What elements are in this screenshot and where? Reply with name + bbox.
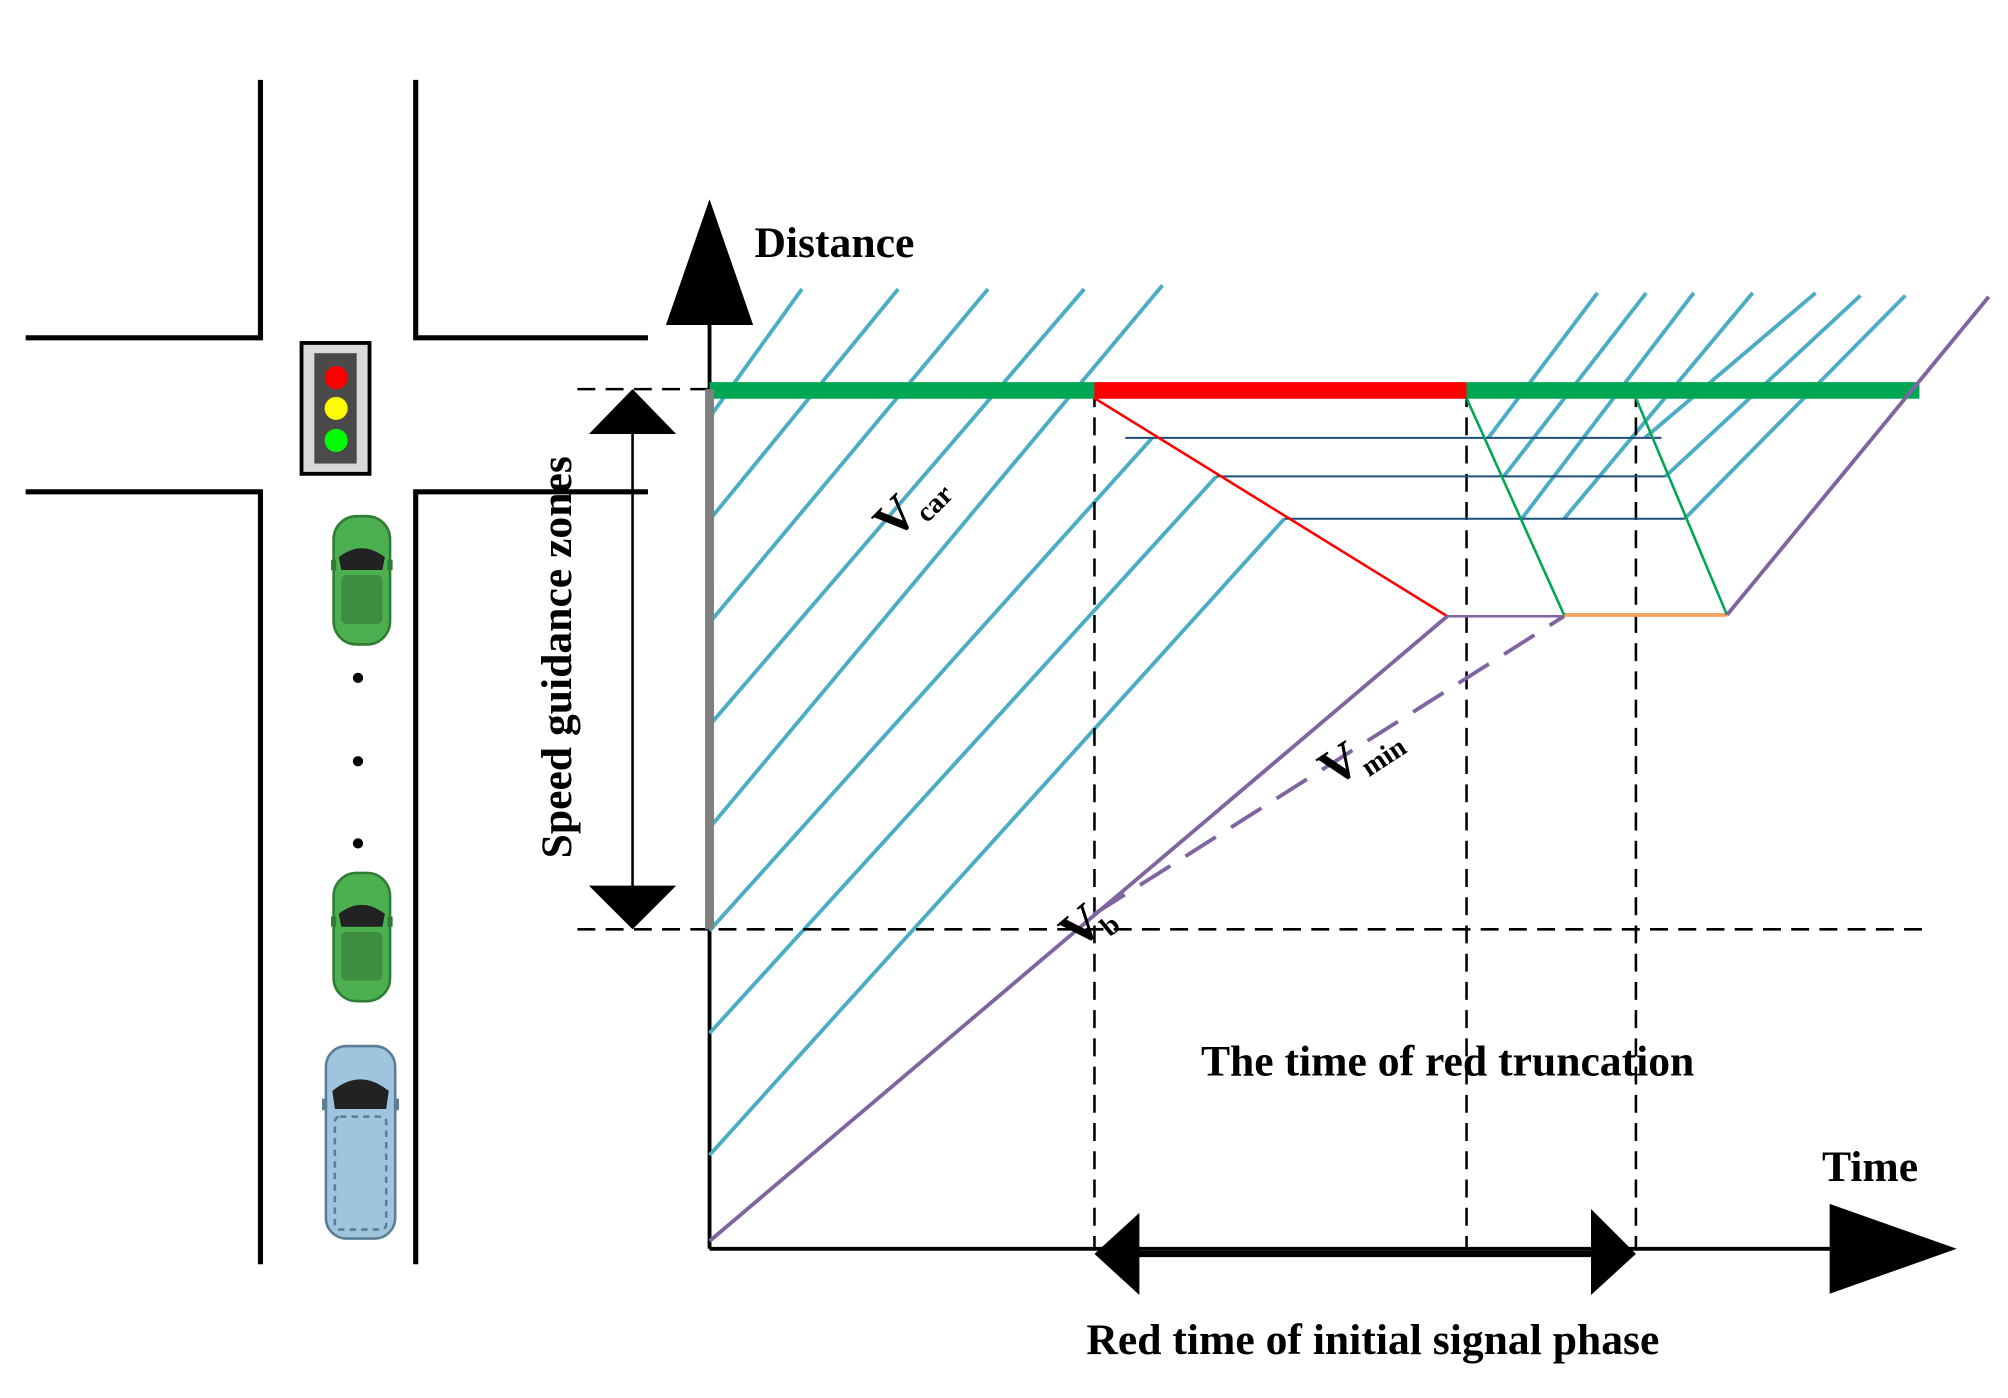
red-truncation-label: The time of red truncation (1201, 1038, 1694, 1086)
traffic-light-yellow (324, 396, 348, 420)
trajectory-line-6 (708, 436, 1154, 932)
trajectory-line-4 (708, 287, 1086, 727)
zone-label: Speed guidance zones (533, 456, 581, 858)
car-icon (331, 871, 393, 1003)
x-axis-label: Time (1822, 1143, 1918, 1191)
traffic-light-red (324, 366, 348, 390)
traffic-light-green (324, 428, 348, 453)
truncated-release-wave (1465, 397, 1566, 616)
reference-dashed-lines (577, 387, 1925, 1249)
road-edge-bottom-right (413, 489, 648, 1265)
intersection-roads (25, 79, 648, 1265)
zone-double-arrow (588, 389, 677, 930)
initial-red-label: Red time of initial signal phase (1086, 1316, 1659, 1364)
queue-formation-wave (1093, 397, 1448, 618)
trajectory-line-5 (1643, 291, 1817, 440)
van-icon (322, 1044, 400, 1240)
trajectory-line-2 (708, 287, 900, 522)
original-release-wave (1634, 397, 1729, 616)
trajectory-line-5 (708, 283, 1164, 830)
traffic-light-icon (299, 341, 372, 476)
axes (665, 199, 1957, 1294)
x-axis-arrowhead (1829, 1203, 1957, 1294)
trajectory-line-8 (708, 517, 1286, 1157)
released-vehicle-trajectories (1486, 291, 1907, 521)
last-vehicle-trajectory (1725, 295, 1991, 617)
vb-trajectory (708, 614, 1449, 1243)
vehicle-trajectories (707, 283, 1286, 1157)
trajectory-line-3 (1520, 291, 1696, 520)
v-car-label-group: V car (862, 479, 959, 550)
y-axis-label: Distance (754, 219, 914, 267)
trajectory-line-7 (1683, 294, 1907, 521)
trajectory-line-3 (708, 287, 990, 624)
trajectory-line-7 (708, 475, 1218, 1035)
road-edge-bottom-left (25, 489, 264, 1265)
vmin-trajectory (1093, 614, 1566, 916)
car-icon (331, 514, 393, 646)
trajectory-line-4 (1562, 291, 1755, 520)
ellipsis-dots (352, 672, 364, 849)
road-edge-top-right (413, 79, 648, 341)
queue-lines (1125, 436, 1685, 520)
initial-red-double-arrow (1094, 1209, 1636, 1295)
trajectory-line-1 (1486, 291, 1599, 440)
y-axis-arrowhead (665, 199, 754, 325)
road-edge-top-left (25, 79, 264, 341)
